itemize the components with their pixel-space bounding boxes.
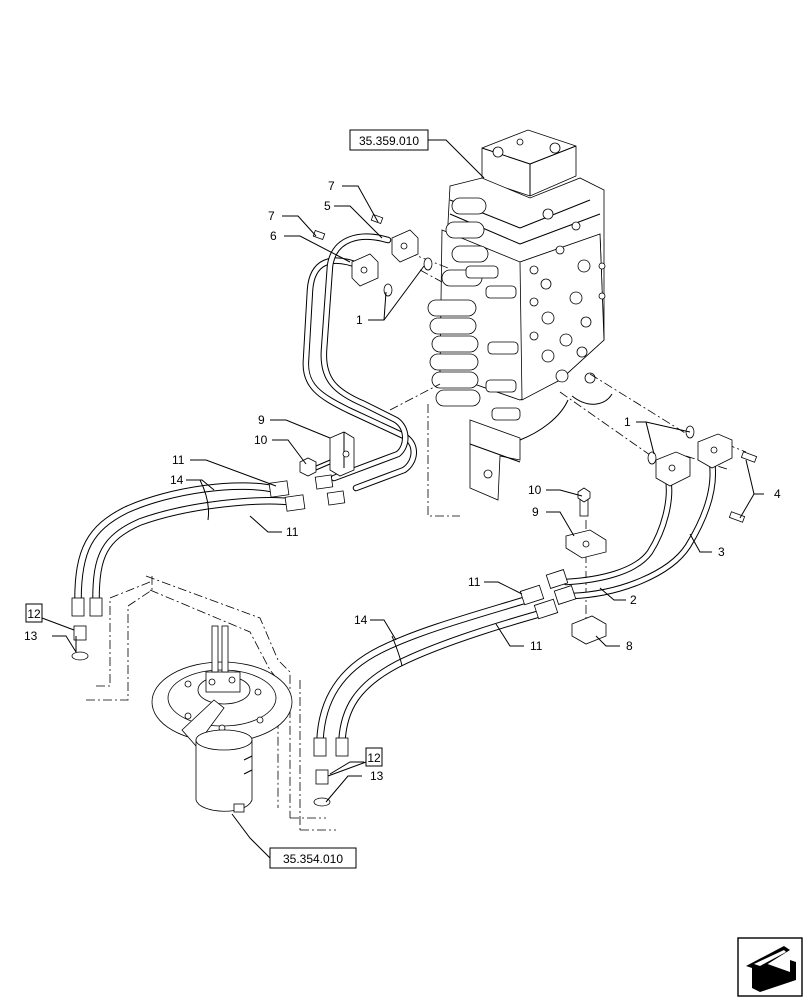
callout-10: 10 <box>254 433 268 447</box>
steel-tubes-upper <box>302 229 419 492</box>
callout-12: 12 <box>367 751 381 765</box>
callout-14: 14 <box>170 473 184 487</box>
clamp-upper <box>329 431 355 477</box>
arrow-icon[interactable] <box>737 937 803 997</box>
callout-3: 3 <box>718 545 725 559</box>
callout-8: 8 <box>626 639 633 653</box>
callout-14: 14 <box>354 613 368 627</box>
projection-lines <box>86 245 747 831</box>
ref-box-valve[interactable]: 35.359.010 <box>349 129 429 151</box>
callout-10: 10 <box>528 483 542 497</box>
o-rings-upper <box>383 257 433 297</box>
hoses-right <box>313 569 577 807</box>
ref-valve-text: 35.359.010 <box>359 134 419 148</box>
callout-11: 11 <box>286 525 299 539</box>
leader-lines <box>52 139 764 859</box>
callout-11: 11 <box>172 453 185 467</box>
valve-spools <box>427 197 521 421</box>
callout-12: 12 <box>27 607 41 621</box>
callout-9: 9 <box>258 413 265 427</box>
callout-11: 11 <box>468 575 481 589</box>
callout-5: 5 <box>324 199 331 213</box>
bolt-upper <box>299 457 331 477</box>
callout-11: 11 <box>530 639 543 653</box>
bolts-7 <box>312 213 384 241</box>
rotary-swivel <box>151 625 293 813</box>
callout-1: 1 <box>624 415 631 429</box>
callout-13: 13 <box>370 769 384 783</box>
callout-13: 13 <box>24 629 38 643</box>
steel-tubes-right <box>562 425 758 645</box>
callout-6: 6 <box>270 229 277 243</box>
control-valve <box>427 129 613 501</box>
ref-box-swivel[interactable]: 35.354.010 <box>269 847 357 869</box>
callout-4: 4 <box>774 487 781 501</box>
callout-7: 7 <box>268 209 275 223</box>
callout-2: 2 <box>630 593 637 607</box>
callout-9: 9 <box>532 505 539 519</box>
callout-12-box-left: 12 <box>25 603 75 631</box>
valve-port-holes <box>529 208 606 384</box>
hoses-left <box>71 474 346 661</box>
callout-7: 7 <box>328 179 335 193</box>
callout-labels: 7 5 7 6 1 9 10 11 14 11 1 4 3 2 8 10 9 1… <box>24 179 781 783</box>
ref-swivel-text: 35.354.010 <box>283 852 343 866</box>
callout-12-box-right: 12 <box>327 747 383 777</box>
callout-1: 1 <box>356 313 363 327</box>
